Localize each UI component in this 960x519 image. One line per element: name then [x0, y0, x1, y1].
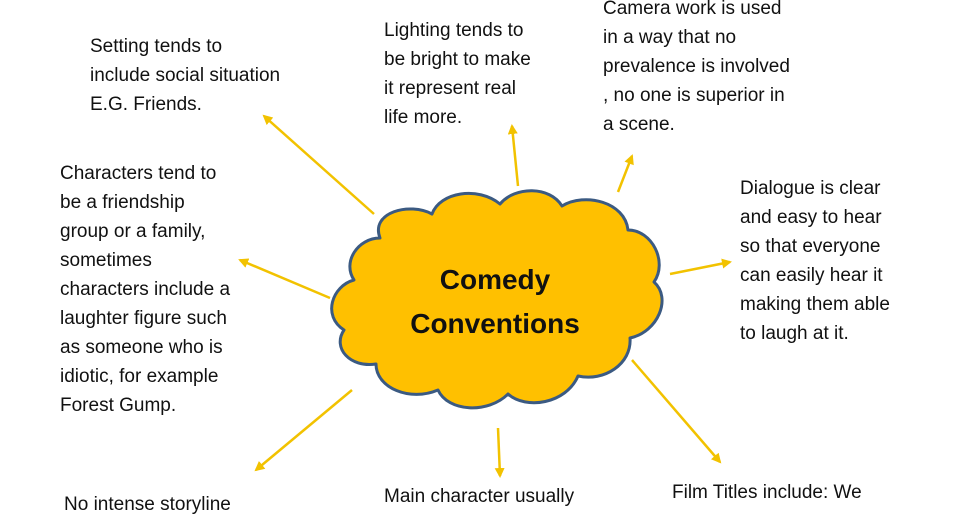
- note-camera: Camera work is used in a way that no pre…: [603, 0, 790, 135]
- arrow-to-camera: [616, 154, 634, 193]
- note-dialogue: Dialogue is clear and easy to hear so th…: [740, 178, 890, 344]
- note-storyline: No intense storyline: [64, 494, 231, 515]
- note-lighting: Lighting tends to be bright to make it r…: [384, 20, 531, 128]
- arrow-to-dialogue: [669, 258, 732, 276]
- arrow-to-main-character: [494, 427, 505, 478]
- center-title: Comedy Conventions: [410, 264, 580, 339]
- arrow-to-film-titles: [631, 359, 722, 464]
- note-film-titles: Film Titles include: We: [672, 482, 862, 503]
- arrow-to-setting: [262, 114, 375, 215]
- arrow-to-storyline: [254, 389, 353, 472]
- comedy-cloud-shape: [330, 189, 664, 410]
- note-setting: Setting tends to include social situatio…: [90, 36, 281, 115]
- arrow-to-characters: [238, 258, 331, 300]
- note-main-character: Main character usually: [384, 486, 575, 507]
- diagram-canvas: [238, 114, 732, 478]
- arrow-to-lighting: [507, 124, 520, 187]
- note-characters: Characters tend to be a friendship group…: [60, 163, 231, 416]
